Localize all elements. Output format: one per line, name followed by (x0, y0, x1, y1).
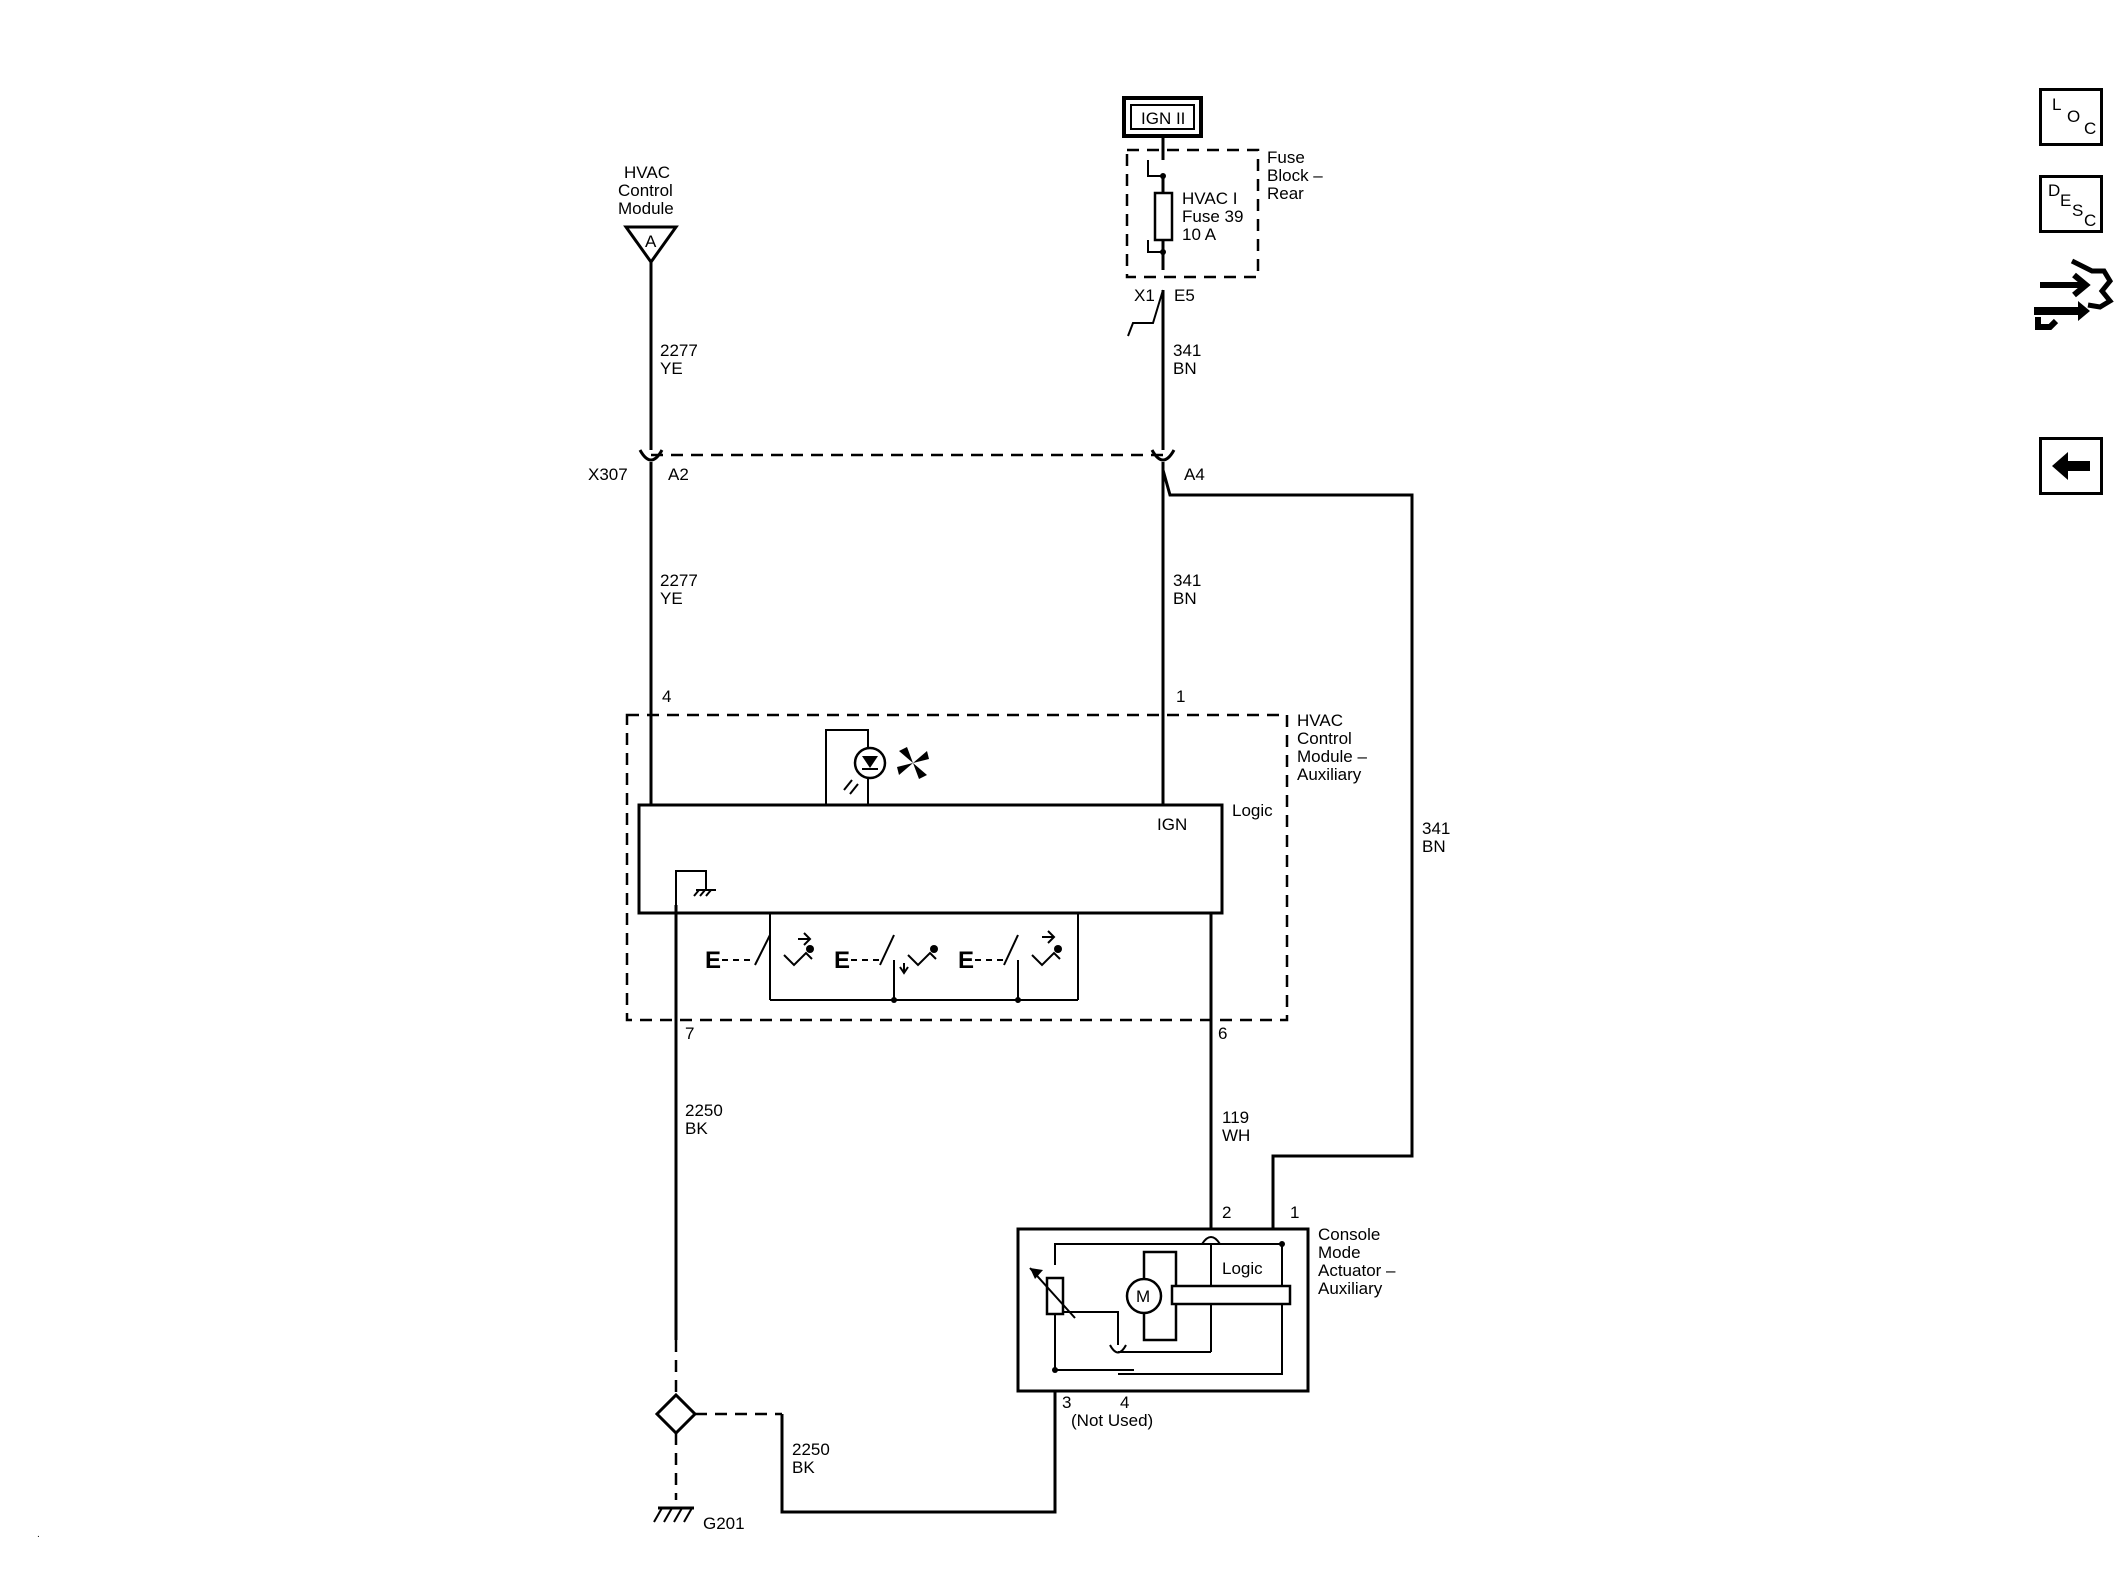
fuse-block-name-line-1: Fuse (1267, 148, 1305, 167)
mode-floor-icon (1031, 930, 1062, 967)
mode-bilevel-icon (899, 945, 938, 975)
fuse-block-rear: Fuse Block – Rear HVAC I Fuse 39 10 A (1125, 136, 1323, 279)
switch-2-e-label: E (834, 947, 850, 974)
fuse-name-line-2: Fuse 39 (1182, 207, 1243, 226)
loc-button[interactable]: L O C (2039, 88, 2103, 146)
connector-e5-label: E5 (1174, 286, 1195, 305)
connector-wrench-icon (2034, 258, 2114, 330)
hvac-control-module-ref: HVAC Control Module A (618, 163, 679, 450)
actuator-motor-label: M (1136, 1287, 1150, 1306)
mode-vent-icon (783, 932, 814, 967)
circuit-119-color: WH (1222, 1126, 1250, 1145)
aux-module-name-line-1: HVAC (1297, 711, 1343, 730)
desc-letter-d: D (2048, 181, 2061, 200)
aux-pin-7: 7 (685, 1024, 694, 1043)
ground-g201: G201 (653, 1506, 745, 1533)
x307-label: X307 (588, 465, 628, 484)
hvac-ref-tag: A (645, 232, 657, 251)
ign-ii-power-source: IGN II (1122, 96, 1203, 138)
svg-text:.: . (37, 1529, 40, 1540)
wire-341-right-branch (1161, 469, 1414, 1240)
circuit-2277-lower-color: YE (660, 589, 683, 608)
circuit-341-lower-number: 341 (1173, 571, 1201, 590)
aux-module-name-line-3: Module – (1297, 747, 1367, 766)
circuit-341-right-number: 341 (1422, 819, 1450, 838)
actuator-logic-label: Logic (1222, 1259, 1263, 1278)
actuator-pin-2: 2 (1222, 1203, 1231, 1222)
switch-1-e-label: E (705, 947, 721, 974)
fuse-block-name-line-3: Rear (1267, 184, 1304, 203)
circuit-341-upper-number: 341 (1173, 341, 1201, 360)
hvac-ref-name-line-2: Control (618, 181, 673, 200)
ign-ii-label: IGN II (1141, 109, 1185, 128)
circuit-2250-upper-number: 2250 (685, 1101, 723, 1120)
circuit-2250-upper-color: BK (685, 1119, 708, 1138)
aux-module-name-line-2: Control (1297, 729, 1352, 748)
aux-pin-1: 1 (1176, 687, 1185, 706)
actuator-name-line-4: Auxiliary (1318, 1279, 1383, 1298)
aux-pin-6: 6 (1218, 1024, 1227, 1043)
circuit-341-lower-color: BN (1173, 589, 1197, 608)
aux-logic-label: Logic (1232, 801, 1273, 820)
circuit-119-number: 119 (1222, 1108, 1249, 1127)
aux-pin-4: 4 (662, 687, 671, 706)
loc-letter-c: C (2084, 119, 2097, 138)
desc-letter-e: E (2060, 191, 2072, 210)
aux-module-name-line-4: Auxiliary (1297, 765, 1362, 784)
fuse-name-line-3: 10 A (1182, 225, 1217, 244)
fuse-name-line-1: HVAC I (1182, 189, 1237, 208)
fuse-block-name-line-2: Block – (1267, 166, 1323, 185)
connector-x1-label: X1 (1134, 286, 1155, 305)
connector-x1-e5: X1 E5 (1127, 286, 1195, 450)
hvac-control-module-auxiliary: HVAC Control Module – Auxiliary 4 1 IGN … (625, 687, 1367, 1043)
actuator-name-line-3: Actuator – (1318, 1261, 1396, 1280)
actuator-not-used-label: (Not Used) (1071, 1411, 1153, 1430)
actuator-name-line-1: Console (1318, 1225, 1380, 1244)
ground-g201-label: G201 (703, 1514, 745, 1533)
circuit-2250-lower-number: 2250 (792, 1440, 830, 1459)
circuit-2277-upper-color: YE (660, 359, 683, 378)
circuit-341-upper-color: BN (1173, 359, 1197, 378)
x307-pin-a2: A2 (668, 465, 689, 484)
circuit-2277-upper-number: 2277 (660, 341, 698, 360)
x307-pin-a4: A4 (1184, 465, 1205, 484)
inline-connector-x307: X307 A2 A4 (588, 449, 1205, 484)
circuit-2250-lower-color: BK (792, 1458, 815, 1477)
ground-splice (654, 1370, 1057, 1514)
loc-letter-o: O (2067, 107, 2081, 126)
actuator-pin-4: 4 (1120, 1393, 1129, 1412)
circuit-341-right-color: BN (1422, 837, 1446, 856)
desc-letter-c: C (2084, 211, 2097, 230)
loc-letter-l: L (2052, 95, 2062, 114)
arrow-left-icon (2052, 452, 2090, 480)
desc-letter-s: S (2072, 201, 2084, 220)
fan-icon (897, 747, 929, 779)
desc-button[interactable]: D E S C (2039, 175, 2103, 233)
actuator-pin-3: 3 (1062, 1393, 1071, 1412)
actuator-pin-1: 1 (1290, 1203, 1299, 1222)
aux-ign-label: IGN (1157, 815, 1187, 834)
switch-3-e-label: E (958, 947, 974, 974)
connector-view-button[interactable] (2030, 255, 2115, 337)
hvac-ref-name-line-1: HVAC (624, 163, 670, 182)
hvac-ref-name-line-3: Module (618, 199, 674, 218)
actuator-name-line-2: Mode (1318, 1243, 1361, 1262)
console-mode-actuator-auxiliary: Console Mode Actuator – Auxiliary 2 1 M … (1016, 1203, 1396, 1430)
back-button[interactable] (2039, 437, 2103, 495)
circuit-2277-lower-number: 2277 (660, 571, 698, 590)
